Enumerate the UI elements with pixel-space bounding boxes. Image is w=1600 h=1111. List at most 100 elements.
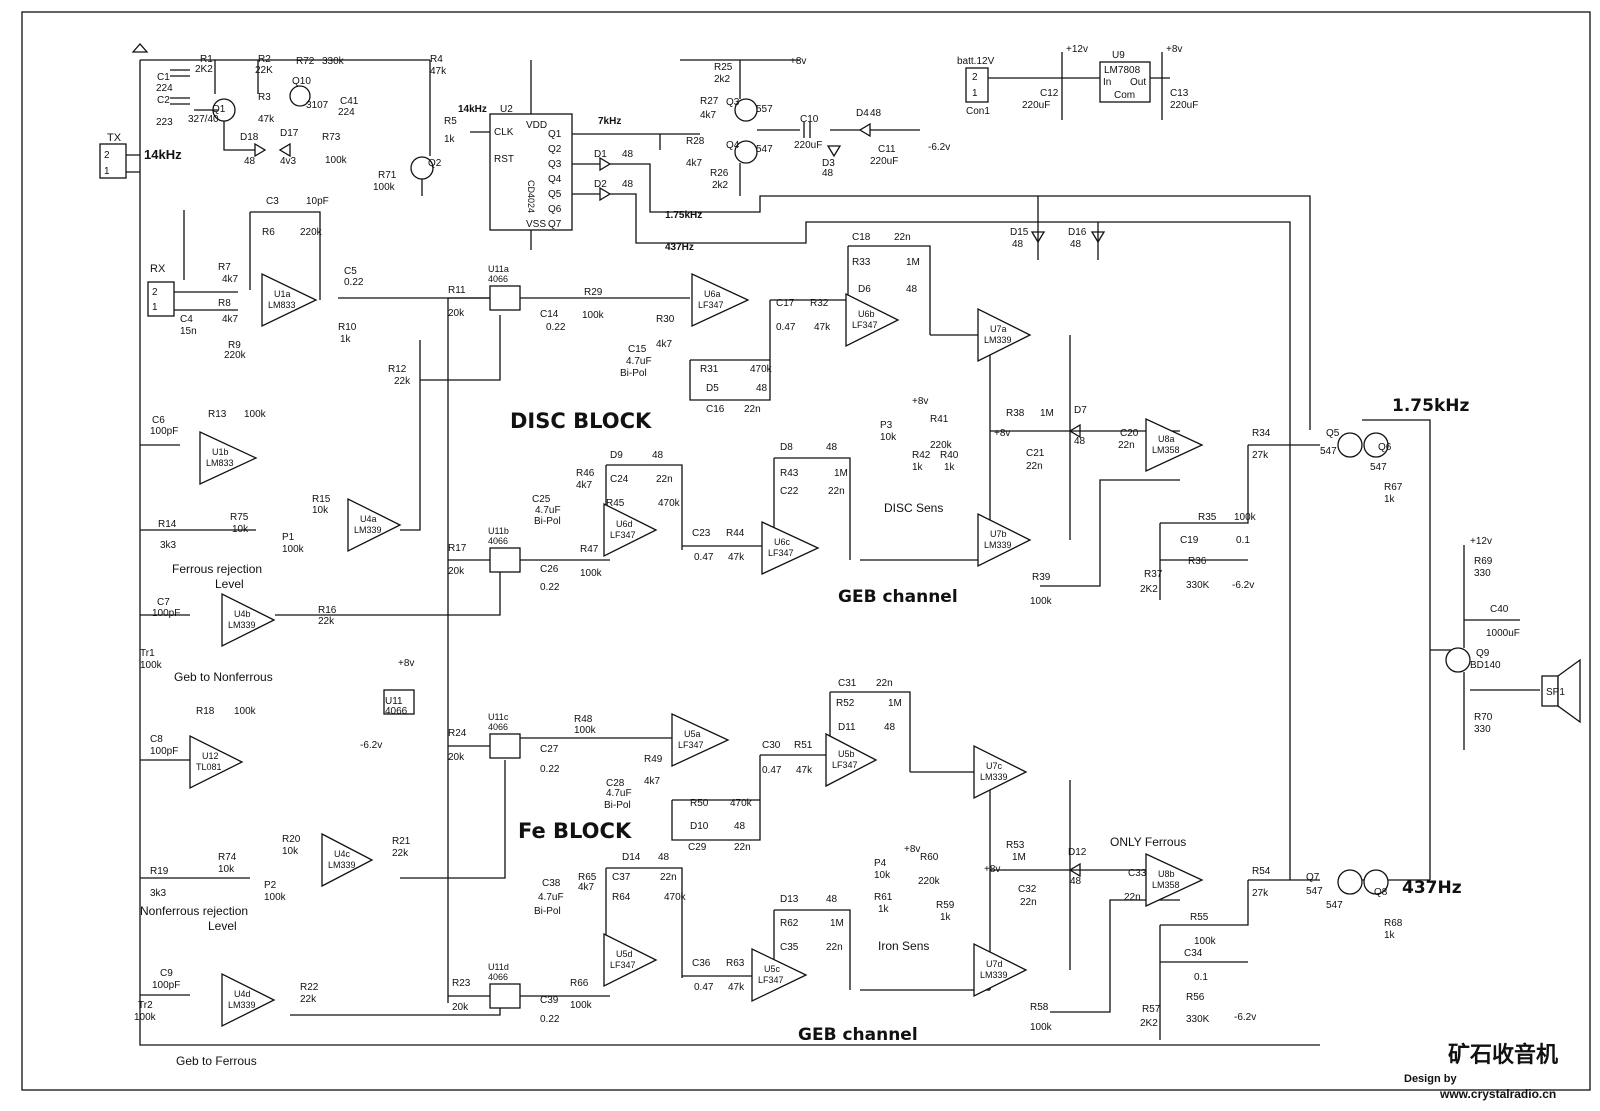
svg-text:TL081: TL081 bbox=[196, 762, 222, 772]
svg-text:Q3: Q3 bbox=[548, 159, 562, 170]
svg-text:Q1: Q1 bbox=[212, 104, 226, 115]
svg-text:R51: R51 bbox=[794, 740, 813, 751]
svg-text:Level: Level bbox=[208, 919, 237, 933]
sheet-border bbox=[21, 11, 1591, 1091]
fe-window-wiring bbox=[860, 772, 1180, 1013]
svg-text:100k: 100k bbox=[574, 725, 597, 736]
svg-text:R22: R22 bbox=[300, 982, 319, 993]
svg-text:R55: R55 bbox=[1190, 912, 1209, 923]
svg-text:R29: R29 bbox=[584, 287, 603, 298]
svg-text:R71: R71 bbox=[378, 170, 397, 181]
svg-text:+8v: +8v bbox=[790, 56, 806, 67]
svg-text:R26: R26 bbox=[710, 168, 729, 179]
svg-text:R36: R36 bbox=[1188, 556, 1207, 567]
svg-text:R44: R44 bbox=[726, 528, 745, 539]
svg-text:R62: R62 bbox=[780, 918, 799, 929]
disc-block-title: DISC BLOCK bbox=[510, 409, 652, 433]
svg-text:330K: 330K bbox=[1186, 580, 1210, 591]
svg-text:LF347: LF347 bbox=[610, 960, 636, 970]
battery-connector bbox=[965, 67, 989, 103]
svg-text:2k2: 2k2 bbox=[712, 180, 729, 191]
svg-text:D3: D3 bbox=[822, 158, 835, 169]
svg-text:Level: Level bbox=[215, 577, 244, 591]
svg-text:R56: R56 bbox=[1186, 992, 1205, 1003]
svg-text:4k7: 4k7 bbox=[576, 480, 593, 491]
svg-text:R31: R31 bbox=[700, 364, 719, 375]
svg-text:C7: C7 bbox=[157, 597, 170, 608]
q9-transistor bbox=[1445, 647, 1471, 673]
svg-text:R20: R20 bbox=[282, 834, 301, 845]
svg-text:Q5: Q5 bbox=[548, 189, 562, 200]
svg-text:220uF: 220uF bbox=[794, 140, 822, 151]
svg-text:R16: R16 bbox=[318, 605, 337, 616]
svg-text:C27: C27 bbox=[540, 744, 559, 755]
svg-text:48: 48 bbox=[884, 722, 896, 733]
svg-text:R33: R33 bbox=[852, 257, 871, 268]
svg-text:P2: P2 bbox=[264, 880, 277, 891]
svg-text:4066: 4066 bbox=[488, 274, 508, 284]
svg-text:Q2: Q2 bbox=[548, 144, 562, 155]
u6b-feedback bbox=[770, 245, 1000, 336]
svg-text:22n: 22n bbox=[1118, 440, 1135, 451]
svg-text:SP1: SP1 bbox=[1546, 687, 1565, 698]
svg-text:Q5: Q5 bbox=[1326, 428, 1340, 439]
svg-text:R40: R40 bbox=[940, 450, 959, 461]
svg-text:327/40: 327/40 bbox=[188, 114, 219, 125]
svg-text:R11: R11 bbox=[448, 285, 466, 296]
svg-text:22n: 22n bbox=[1020, 897, 1037, 908]
svg-text:C9: C9 bbox=[160, 968, 173, 979]
svg-text:U4d: U4d bbox=[234, 989, 251, 999]
svg-text:D11: D11 bbox=[838, 722, 856, 733]
svg-text:223: 223 bbox=[156, 117, 173, 128]
svg-text:2K2: 2K2 bbox=[195, 64, 213, 75]
svg-text:C4: C4 bbox=[180, 314, 193, 325]
svg-text:22n: 22n bbox=[660, 872, 677, 883]
svg-text:D17: D17 bbox=[280, 128, 299, 139]
u9-regulator bbox=[1099, 61, 1151, 103]
svg-text:Q3: Q3 bbox=[726, 97, 740, 108]
svg-text:R39: R39 bbox=[1032, 572, 1051, 583]
svg-text:Q9: Q9 bbox=[1476, 648, 1490, 659]
svg-text:R25: R25 bbox=[714, 62, 733, 73]
svg-text:1M: 1M bbox=[906, 257, 920, 268]
svg-text:47k: 47k bbox=[814, 322, 831, 333]
svg-text:LM339: LM339 bbox=[328, 860, 356, 870]
svg-text:220uF: 220uF bbox=[1170, 100, 1198, 111]
svg-text:10k: 10k bbox=[282, 846, 299, 857]
svg-text:22k: 22k bbox=[394, 376, 411, 387]
svg-text:Q1: Q1 bbox=[548, 129, 562, 140]
svg-text:-6.2v: -6.2v bbox=[928, 142, 950, 153]
svg-text:3k3: 3k3 bbox=[150, 888, 167, 899]
svg-text:3k3: 3k3 bbox=[160, 540, 177, 551]
d17-diode bbox=[278, 142, 291, 158]
svg-text:Bi-Pol: Bi-Pol bbox=[620, 368, 647, 379]
svg-text:C20: C20 bbox=[1120, 428, 1139, 439]
svg-text:LM339: LM339 bbox=[228, 1000, 256, 1010]
d3-diode bbox=[826, 145, 842, 158]
svg-text:330K: 330K bbox=[1186, 1014, 1210, 1025]
svg-text:U5d: U5d bbox=[616, 949, 633, 959]
svg-text:0.47: 0.47 bbox=[694, 552, 714, 563]
svg-text:Out: Out bbox=[1130, 77, 1146, 88]
svg-text:547: 547 bbox=[756, 144, 773, 155]
svg-text:R21: R21 bbox=[392, 836, 411, 847]
svg-text:R47: R47 bbox=[580, 544, 599, 555]
output-437hz-label: 437Hz bbox=[1402, 878, 1462, 898]
svg-text:R68: R68 bbox=[1384, 918, 1403, 929]
svg-text:47k: 47k bbox=[796, 765, 813, 776]
svg-text:47k: 47k bbox=[258, 114, 275, 125]
svg-text:1k: 1k bbox=[944, 462, 956, 473]
svg-text:R63: R63 bbox=[726, 958, 745, 969]
svg-text:547: 547 bbox=[1370, 462, 1387, 473]
svg-text:R3: R3 bbox=[258, 92, 271, 103]
svg-text:0.1: 0.1 bbox=[1194, 972, 1208, 983]
u6a-feedback bbox=[689, 300, 771, 401]
power-supply: batt.12V 21 Con1 U9 LM7808 In Out Com +1… bbox=[957, 44, 1198, 120]
svg-text:0.22: 0.22 bbox=[540, 1014, 560, 1025]
svg-text:C19: C19 bbox=[1180, 535, 1199, 546]
q4-transistor bbox=[734, 140, 758, 164]
